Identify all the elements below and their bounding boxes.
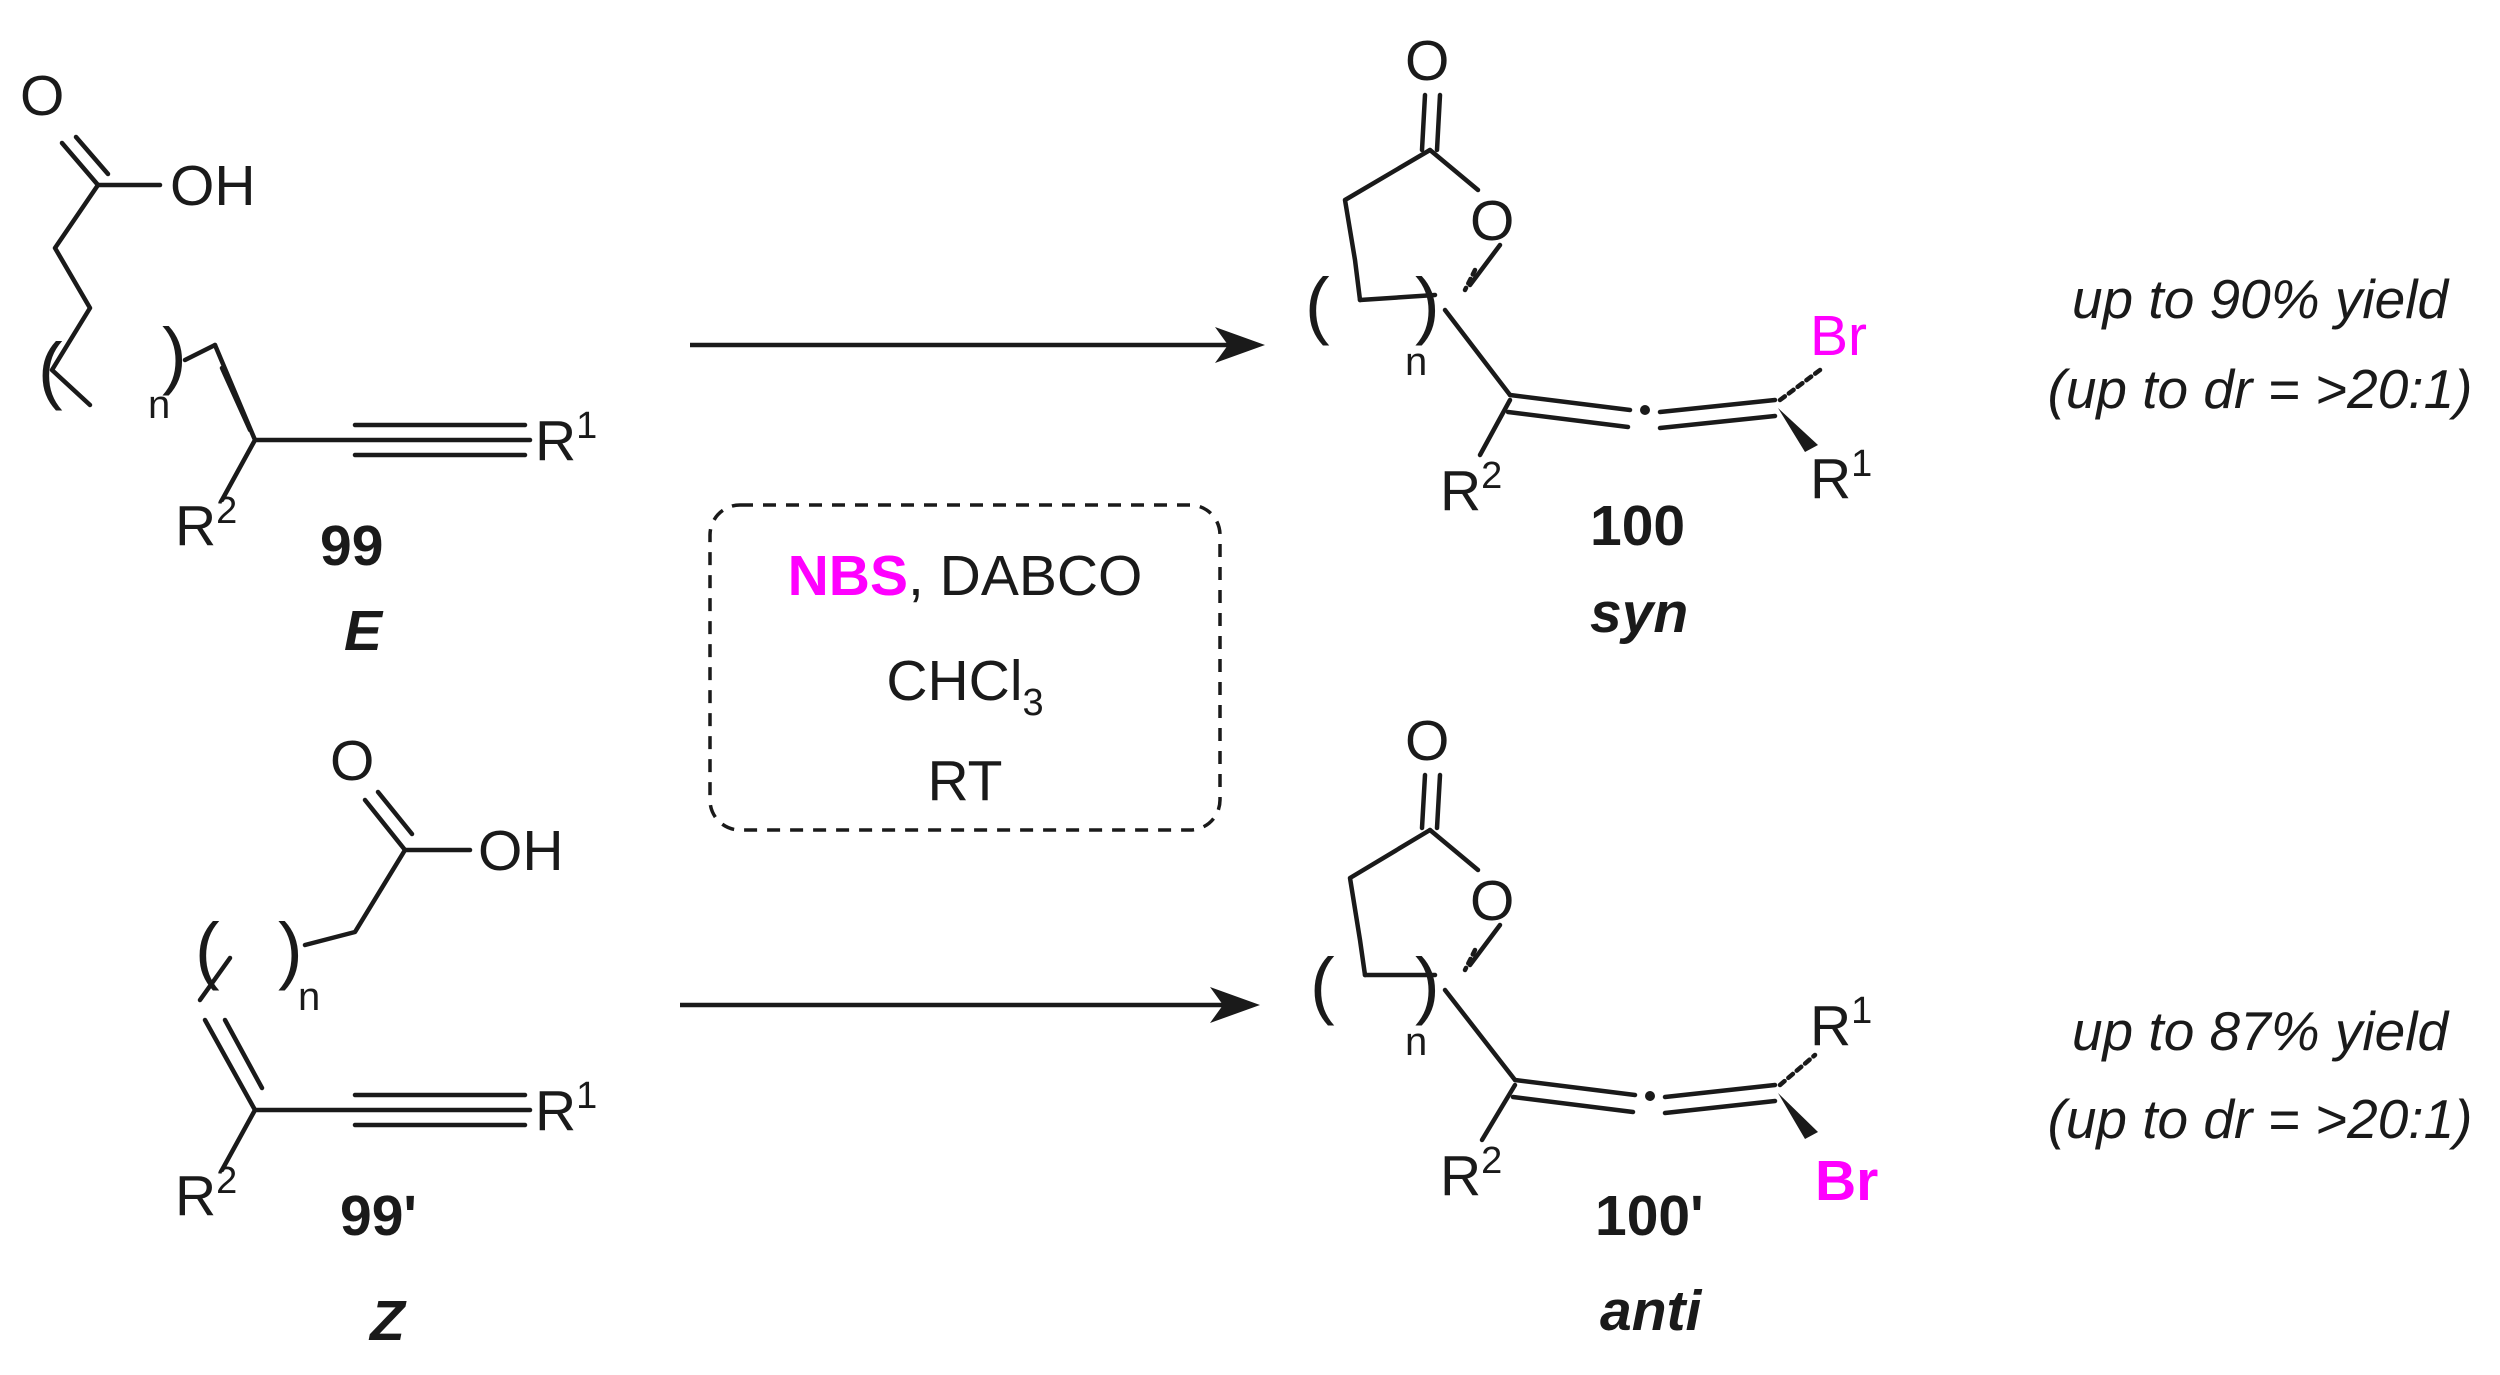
right-paren: ) [162,313,187,396]
compound-100-label: 100 [1590,494,1685,558]
repeat-n-label: n [148,383,170,427]
left-paren: ( [1310,943,1335,1026]
compound-100-prime-label: 100' [1595,1184,1704,1248]
bromine-label: Br [1810,304,1867,368]
conditions-box: NBS, DABCO CHCl3 RT [708,503,1222,832]
right-paren: ) [278,908,303,991]
dr-top-label: (up to dr = >20:1) [2048,358,2473,420]
product-100: O O ( ) n Br R1 R2 100 syn [1305,29,1872,645]
repeat-n-label: n [1405,340,1427,384]
r2-label: R2 [175,490,237,558]
stereo-anti-label: anti [1600,1279,1703,1343]
solvent-label: CHCl3 [886,649,1043,724]
ring-oxygen-label: O [1470,869,1514,933]
ring-oxygen-label: O [1470,189,1514,253]
left-paren: ( [195,908,220,991]
r1-label: R1 [535,405,597,473]
substrate-99-prime: O OH ( ) n R1 R2 99' Z [175,729,597,1353]
r1-label: R1 [1810,990,1872,1058]
left-paren: ( [1305,263,1330,346]
repeat-n-label: n [298,975,320,1019]
result-bottom: up to 87% yield (up to dr = >20:1) [2048,1000,2473,1150]
r2-label: R2 [1440,1140,1502,1208]
stereo-syn-label: syn [1590,581,1688,645]
geometry-e-label: E [344,599,384,663]
reaction-arrow-top [690,327,1265,363]
yield-bottom-label: up to 87% yield [2072,1000,2450,1062]
hydroxyl-label: OH [170,154,256,218]
right-paren: ) [1415,263,1440,346]
r2-label: R2 [175,1160,237,1228]
yield-top-label: up to 90% yield [2072,268,2450,330]
carbonyl-oxygen-label: O [330,729,374,793]
result-top: up to 90% yield (up to dr = >20:1) [2048,268,2473,420]
repeat-n-label: n [1405,1020,1427,1064]
carbonyl-oxygen-label: O [20,64,64,128]
right-paren: ) [1415,943,1440,1026]
compound-99-prime-label: 99' [340,1184,417,1248]
carbonyl-oxygen-label: O [1405,29,1449,93]
r2-label: R2 [1440,455,1502,523]
left-paren: ( [38,328,63,411]
substrate-99: O OH ( ) n R1 R2 99 E [20,64,597,663]
hydroxyl-label: OH [478,819,564,883]
r1-label: R1 [1810,443,1872,511]
temperature-label: RT [928,749,1003,813]
bromine-label: Br [1815,1149,1878,1213]
reaction-arrow-bottom [680,987,1260,1023]
carbonyl-oxygen-label: O [1405,709,1449,773]
r1-label: R1 [535,1075,597,1143]
product-100-prime: O O ( ) n R1 Br R2 100' anti [1310,709,1878,1343]
nbs-label: NBS [788,544,908,608]
dr-bottom-label: (up to dr = >20:1) [2048,1088,2473,1150]
geometry-z-label: Z [368,1289,407,1353]
compound-99-label: 99 [320,514,383,578]
reagents-label: NBS, DABCO [788,544,1143,608]
